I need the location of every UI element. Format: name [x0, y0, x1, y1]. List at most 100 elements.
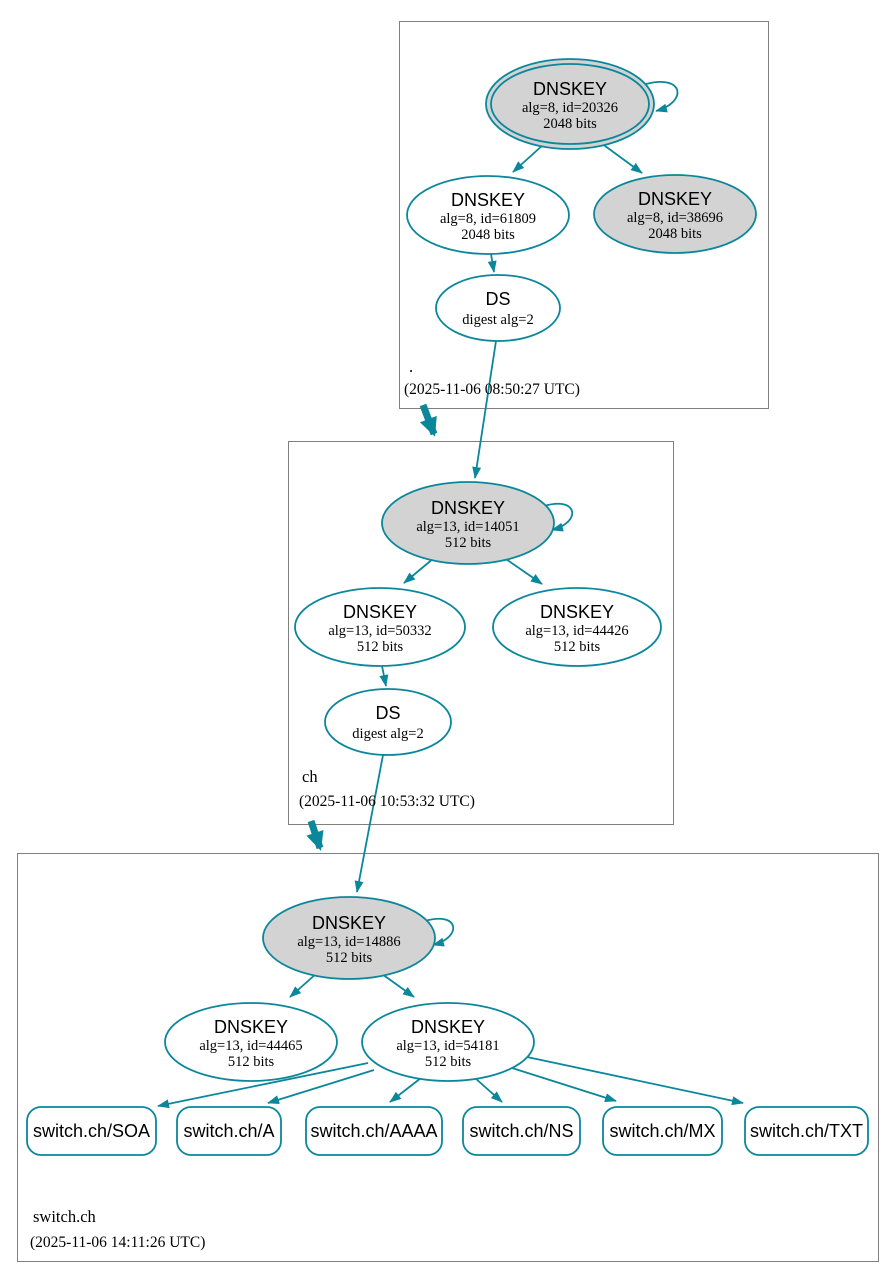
dnskey-node-38696: DNSKEY alg=8, id=38696 2048 bits	[593, 174, 757, 254]
rrset-aaaa-box	[305, 1106, 443, 1156]
zone-label-switch-ch: switch.ch	[33, 1207, 97, 1226]
edge-zsk-to-rrset-soa	[157, 1062, 369, 1109]
rrset-switch-ch-mx: switch.ch/MX	[602, 1106, 723, 1156]
edge-ch-ksk-to-zsk	[403, 557, 435, 584]
delegation-arrow-ch-to-switch-ch	[306, 819, 324, 851]
dnskey-54181-bits: 512 bits	[425, 1054, 472, 1070]
self-loop-switch-ksk	[424, 917, 454, 947]
rrset-switch-ch-ns: switch.ch/NS	[462, 1106, 581, 1156]
dnskey-50332-title: DNSKEY	[343, 602, 417, 622]
edge-zsk-to-rrset-aaaa	[389, 1077, 422, 1103]
zone-timestamp-ch: (2025-11-06 10:53:32 UTC)	[299, 793, 475, 810]
edge-ch-ksk-to-key2	[502, 556, 543, 585]
self-loop-root-ksk	[645, 81, 679, 113]
edge-root-ksk-to-key2	[600, 142, 643, 174]
ds-root-title: DS	[485, 289, 510, 309]
rrset-mx-box	[602, 1106, 723, 1156]
edge-zsk-to-rrset-mx	[511, 1067, 617, 1102]
dnskey-61809-bits: 2048 bits	[461, 227, 515, 243]
dnskey-14051-bits: 512 bits	[445, 535, 492, 551]
dnskey-44426-title: DNSKEY	[540, 602, 614, 622]
edge-zsk-to-rrset-txt	[526, 1056, 744, 1106]
dnskey-54181-detail: alg=13, id=54181	[396, 1038, 499, 1054]
dnskey-node-50332: DNSKEY alg=13, id=50332 512 bits	[294, 587, 466, 667]
rrset-txt-label: switch.ch/TXT	[750, 1121, 863, 1141]
dnskey-14886-title: DNSKEY	[312, 913, 386, 933]
dnskey-14051-ellipse	[381, 481, 555, 565]
dnskey-50332-ellipse	[294, 587, 466, 667]
dnskey-44426-ellipse	[492, 587, 662, 667]
dnskey-38696-detail: alg=8, id=38696	[627, 210, 723, 226]
rrset-switch-ch-aaaa: switch.ch/AAAA	[305, 1106, 443, 1156]
rrset-ns-box	[462, 1106, 581, 1156]
zone-label-ch: ch	[302, 767, 318, 786]
zone-box-switch-ch	[17, 853, 879, 1262]
zone-timestamp-root: (2025-11-06 08:50:27 UTC)	[404, 381, 580, 398]
delegation-arrow-root-to-ch	[419, 403, 438, 437]
edge-root-ksk-to-zsk	[512, 143, 545, 173]
rrset-soa-label: switch.ch/SOA	[33, 1121, 150, 1141]
dnskey-node-14051-ksk: DNSKEY alg=13, id=14051 512 bits	[381, 481, 555, 565]
dnskey-20326-bits: 2048 bits	[543, 116, 597, 132]
rrset-ns-label: switch.ch/NS	[469, 1121, 573, 1141]
dnskey-38696-bits: 2048 bits	[648, 226, 702, 242]
zone-label-root: .	[409, 357, 413, 376]
dnskey-node-14886-ksk: DNSKEY alg=13, id=14886 512 bits	[262, 896, 436, 980]
dnskey-38696-title: DNSKEY	[638, 189, 712, 209]
dnskey-44465-title: DNSKEY	[214, 1017, 288, 1037]
dnskey-44465-ellipse	[164, 1002, 338, 1082]
rrset-a-box	[176, 1106, 282, 1156]
dnskey-14886-detail: alg=13, id=14886	[297, 934, 400, 950]
edge-ch-ds-to-switch-ksk	[354, 754, 384, 893]
edge-zsk-to-rrset-ns	[474, 1077, 503, 1103]
dnskey-54181-ellipse	[361, 1002, 535, 1082]
dnskey-44465-detail: alg=13, id=44465	[199, 1038, 302, 1054]
dnskey-20326-outer-ellipse	[485, 58, 655, 150]
rrset-aaaa-label: switch.ch/AAAA	[310, 1121, 437, 1141]
dnskey-20326-inner-ellipse	[490, 63, 650, 145]
dnskey-61809-title: DNSKEY	[451, 190, 525, 210]
rrset-switch-ch-soa: switch.ch/SOA	[26, 1106, 157, 1156]
dnskey-50332-detail: alg=13, id=50332	[328, 623, 431, 639]
rrset-a-label: switch.ch/A	[183, 1121, 274, 1141]
edge-root-zsk-to-ds	[487, 253, 497, 273]
edge-root-ds-to-ch-ksk	[472, 340, 497, 479]
dnskey-14886-ellipse	[262, 896, 436, 980]
dnskey-20326-detail: alg=8, id=20326	[522, 100, 618, 116]
zone-box-root	[399, 21, 769, 409]
ds-node-root: DS digest alg=2	[435, 274, 561, 342]
dnskey-44426-bits: 512 bits	[554, 639, 601, 655]
dnskey-61809-ellipse	[406, 175, 570, 255]
ds-ch-detail: digest alg=2	[352, 726, 423, 742]
dnskey-node-54181: DNSKEY alg=13, id=54181 512 bits	[361, 1002, 535, 1082]
edge-ch-zsk-to-ds	[379, 665, 389, 687]
ds-ch-title: DS	[375, 703, 400, 723]
dnskey-node-20326-ksk: DNSKEY alg=8, id=20326 2048 bits	[485, 58, 655, 150]
dnskey-14051-title: DNSKEY	[431, 498, 505, 518]
rrset-soa-box	[26, 1106, 157, 1156]
self-loop-ch-ksk	[543, 502, 573, 532]
dnskey-node-44426: DNSKEY alg=13, id=44426 512 bits	[492, 587, 662, 667]
dnskey-61809-detail: alg=8, id=61809	[440, 211, 536, 227]
dnskey-44426-detail: alg=13, id=44426	[525, 623, 628, 639]
rrset-switch-ch-a: switch.ch/A	[176, 1106, 282, 1156]
dnskey-14051-detail: alg=13, id=14051	[416, 519, 519, 535]
ds-root-ellipse	[435, 274, 561, 342]
dnskey-node-61809: DNSKEY alg=8, id=61809 2048 bits	[406, 175, 570, 255]
dnskey-50332-bits: 512 bits	[357, 639, 404, 655]
dnskey-14886-bits: 512 bits	[326, 950, 373, 966]
dnskey-20326-title: DNSKEY	[533, 79, 607, 99]
edge-switch-ksk-to-key2	[289, 972, 318, 998]
zone-timestamp-switch-ch: (2025-11-06 14:11:26 UTC)	[30, 1234, 205, 1251]
rrset-switch-ch-txt: switch.ch/TXT	[744, 1106, 869, 1156]
dnskey-54181-title: DNSKEY	[411, 1017, 485, 1037]
ds-root-detail: digest alg=2	[462, 312, 533, 328]
dnskey-node-44465: DNSKEY alg=13, id=44465 512 bits	[164, 1002, 338, 1082]
edge-switch-ksk-to-zsk	[381, 973, 415, 998]
edge-zsk-to-rrset-a	[267, 1069, 375, 1105]
dnskey-38696-ellipse	[593, 174, 757, 254]
ds-ch-ellipse	[324, 688, 452, 756]
dnskey-44465-bits: 512 bits	[228, 1054, 275, 1070]
